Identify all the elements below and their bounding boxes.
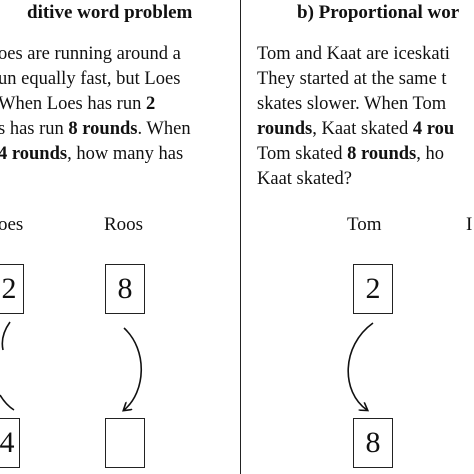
panel-b-text-line: They started at the same t (257, 67, 447, 91)
text-segment: They started at the same t (257, 69, 447, 89)
text-segment: Tom skated (257, 144, 348, 164)
text-segment: , how many has (67, 144, 184, 164)
box-value: 2 (1, 272, 17, 305)
panel-proportional-word-problem: b) Proportional wor Tom and Kaat are ice… (241, 0, 474, 474)
panel-a-text-line: When Loes has run 2 (0, 92, 155, 116)
bold-text-segment: 8 rounds (347, 144, 417, 164)
curved-arrow-icon (347, 322, 374, 410)
panel-b-text-line: rounds, Kaat skated 4 rou (257, 117, 454, 141)
text-segment: oes are running around a (0, 44, 181, 64)
panel-a-text-line: oes are running around a (0, 42, 181, 66)
panel-b-title: b) Proportional wor (297, 2, 460, 23)
box-roos-bottom-empty (105, 418, 145, 468)
name-loes: oes (0, 214, 24, 235)
panel-a-title: ditive word problem (27, 2, 193, 23)
panel-b-text-line: Tom skated 8 rounds, ho (257, 142, 444, 166)
text-segment: Tom and Kaat are iceskati (257, 44, 450, 64)
name-tom: Tom (347, 214, 382, 235)
curved-arrow-icon (0, 394, 15, 411)
text-segment: , ho (416, 144, 444, 164)
text-segment: s has run (0, 119, 69, 139)
panel-divider (240, 0, 241, 474)
name-roos: Roos (104, 214, 144, 235)
panel-a-text-line: un equally fast, but Loes (0, 67, 180, 91)
panel-b-text-line: Kaat skated? (257, 167, 352, 191)
box-loes-top: 2 (0, 264, 24, 314)
box-tom-bottom: 8 (353, 418, 393, 468)
panel-additive-word-problem: ditive word problem oes are running arou… (0, 2, 193, 474)
box-tom-top: 2 (353, 264, 393, 314)
text-segment: . When (137, 119, 191, 139)
curved-arrow-icon (124, 327, 142, 410)
bold-text-segment: rounds (257, 119, 313, 139)
box-value: 8 (365, 426, 381, 459)
text-segment: When Loes has run (0, 94, 146, 114)
box-value: 2 (365, 272, 381, 305)
text-segment: Kaat skated? (257, 169, 353, 189)
bold-text-segment: 4 rounds (0, 144, 68, 164)
panel-a-text-line: 4 rounds, how many has (0, 142, 183, 166)
name-kaat: I (466, 214, 473, 235)
box-value: 4 (0, 426, 15, 459)
box-loes-bottom: 4 (0, 418, 20, 468)
arrows-panel-b (347, 322, 374, 474)
panel-b-text-line: Tom and Kaat are iceskati (257, 42, 450, 66)
panel-a-text-line: s has run 8 rounds. When (0, 117, 191, 141)
curved-arrow-icon (1, 321, 11, 351)
panel-b-text-line: skates slower. When Tom (257, 92, 446, 116)
arrows-panel-a (0, 321, 142, 474)
bold-text-segment: 4 rou (412, 119, 455, 139)
text-segment: un equally fast, but Loes (0, 69, 181, 89)
bold-text-segment: 2 (145, 94, 156, 114)
text-segment: skates slower. When Tom (257, 94, 447, 114)
box-value: 8 (117, 272, 133, 305)
text-segment: , Kaat skated (312, 119, 413, 139)
box-roos-top: 8 (105, 264, 145, 314)
bold-text-segment: 8 rounds (68, 119, 138, 139)
